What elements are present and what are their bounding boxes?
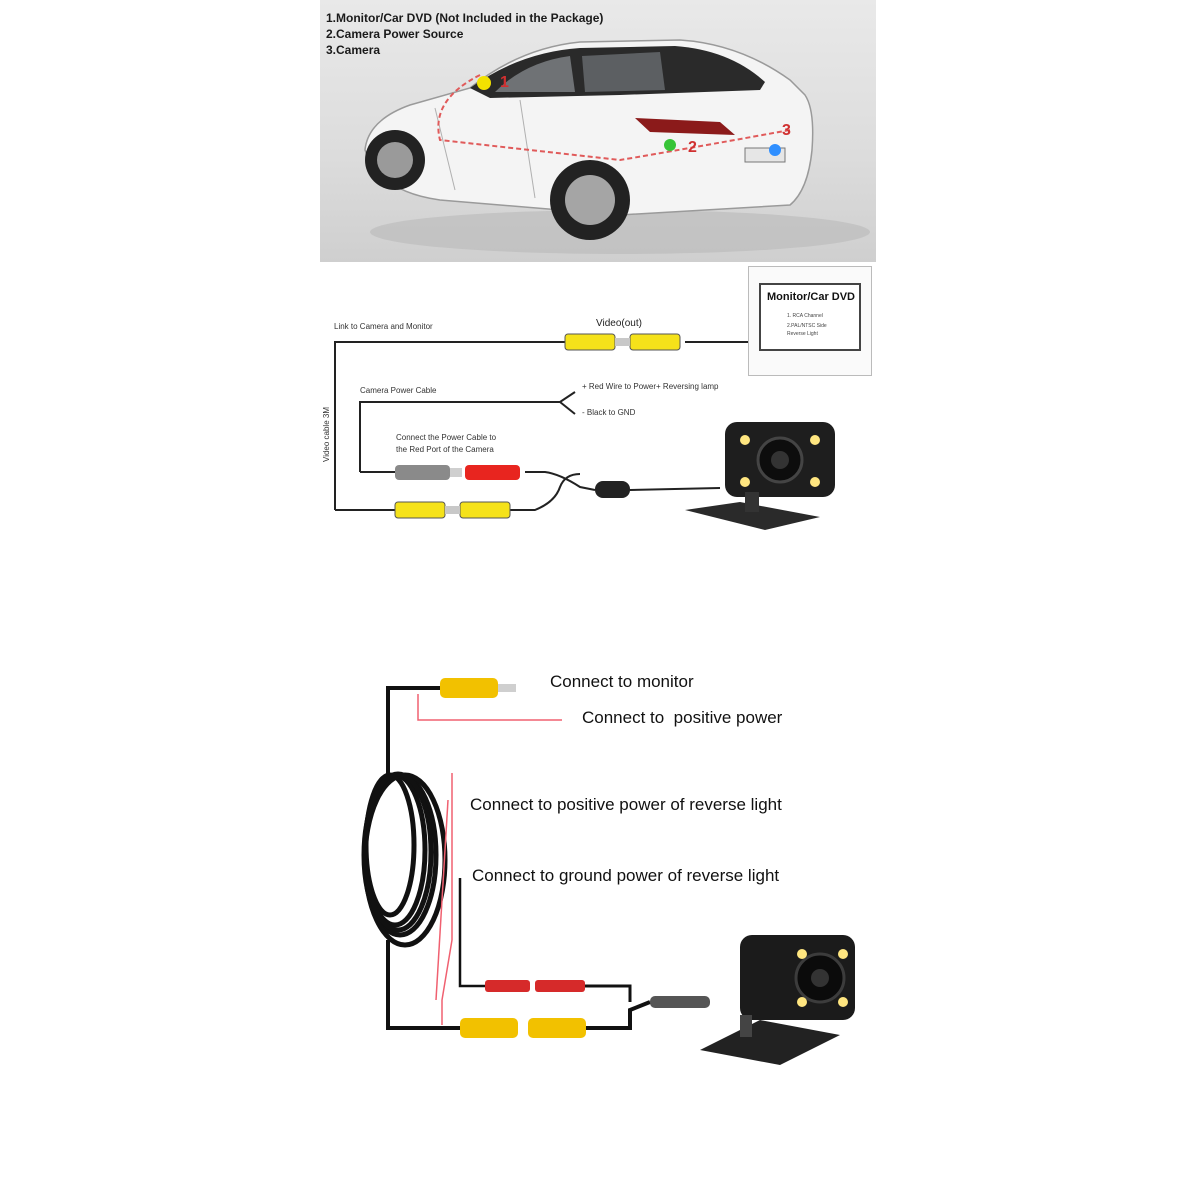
monitor-box: Monitor/Car DVD 1. RCA Channel 2.PAL/NTS…: [748, 266, 872, 376]
cable-filter: [595, 481, 630, 498]
red-wire-label: + Red Wire to Power+ Reversing lamp: [582, 382, 719, 391]
legend-item-power-source: 2.Camera Power Source: [326, 26, 603, 42]
car-installation-photo: 1 2 3 1.Monitor/Car DVD (Not Included in…: [320, 0, 876, 262]
label-connect-monitor: Connect to monitor: [550, 672, 694, 692]
rca-video-pair-bottom: [395, 502, 510, 518]
black-wire-label: - Black to GND: [582, 408, 635, 417]
cable-illustration: [340, 640, 880, 1080]
video-out-label: Video(out): [596, 318, 642, 329]
marker-2: 2: [688, 139, 697, 156]
monitor-line-2: 2.PAL/NTSC Side: [787, 323, 827, 329]
car-legend: 1.Monitor/Car DVD (Not Included in the P…: [326, 10, 603, 58]
power-connector-pair: [395, 465, 520, 480]
power-source-marker: [664, 139, 676, 151]
camera-illustration: [685, 422, 835, 530]
red-power-connectors: [485, 980, 585, 992]
marker-3: 3: [782, 122, 791, 139]
connect-note-line-2: the Red Port of the Camera: [396, 444, 496, 456]
connect-note: Connect the Power Cable to the Red Port …: [396, 432, 496, 456]
link-label: Link to Camera and Monitor: [334, 322, 433, 331]
monitor-line-1: 1. RCA Channel: [787, 313, 823, 319]
rca-monitor-connector: [440, 678, 516, 698]
legend-item-camera: 3.Camera: [326, 42, 603, 58]
power-cable-label: Camera Power Cable: [360, 386, 436, 395]
video-cable-label: Video cable 3M: [322, 407, 331, 462]
label-reverse-ground: Connect to ground power of reverse light: [472, 866, 779, 886]
wiring-diagram: Link to Camera and Monitor Video(out) Ca…: [320, 262, 876, 580]
monitor-title: Monitor/Car DVD: [767, 291, 855, 303]
camera-marker: [769, 144, 781, 156]
legend-item-monitor: 1.Monitor/Car DVD (Not Included in the P…: [326, 10, 603, 26]
marker-1: 1: [500, 74, 509, 91]
cable-coil: [364, 774, 445, 945]
camera-photo: [650, 935, 855, 1065]
connect-note-line-1: Connect the Power Cable to: [396, 432, 496, 444]
rca-video-out-pair: [565, 334, 680, 350]
monitor-line-3: Reverse Light: [787, 331, 818, 337]
rca-bottom-connectors: [460, 1018, 586, 1038]
monitor-screen: Monitor/Car DVD 1. RCA Channel 2.PAL/NTS…: [759, 283, 861, 351]
monitor-marker: [477, 76, 491, 90]
label-connect-positive-power: Connect to positive power: [582, 708, 782, 728]
cable-connection-photo: Connect to monitor Connect to positive p…: [340, 640, 880, 1080]
label-reverse-positive: Connect to positive power of reverse lig…: [470, 795, 782, 815]
